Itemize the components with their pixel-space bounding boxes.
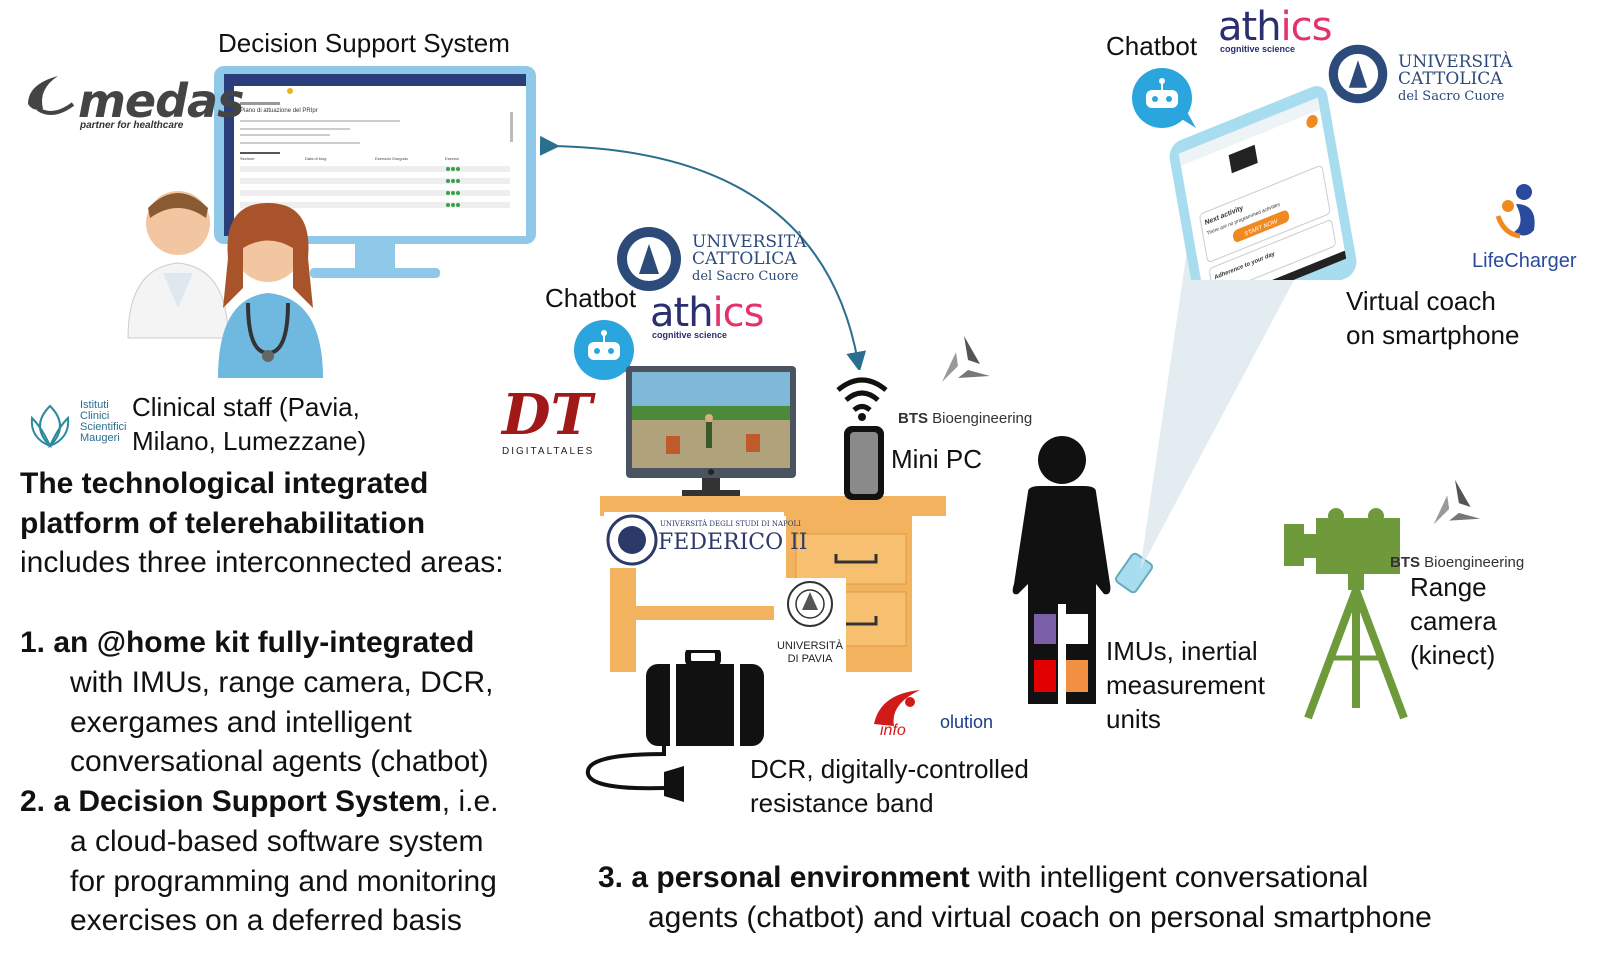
dcr-line1: DCR, digitally-controlled [750, 754, 1029, 784]
bts-label-center: BTS Bioengineering [898, 410, 1033, 427]
dcr-device-icon [585, 650, 764, 802]
lifecharger-label: LifeCharger [1472, 250, 1577, 272]
exergame-monitor [626, 366, 796, 498]
camera-line2: camera [1410, 606, 1497, 636]
chatbot-icon-center [574, 320, 638, 380]
item2-line2: a cloud-based software system [70, 825, 484, 858]
clinical-staff-line1: Clinical staff (Pavia, [132, 392, 360, 422]
digitaltales-logo: DT [502, 382, 593, 448]
bts-label-right: BTS Bioengineering [1390, 554, 1525, 571]
athics-logo-center: athics [650, 290, 764, 336]
virtual-coach-line2: on smartphone [1346, 320, 1520, 350]
infosolution-swoosh-icon [874, 690, 920, 726]
imus-line3: units [1106, 704, 1161, 734]
item2-line3: for programming and monitoring [70, 865, 497, 898]
federico-line2: FEDERICO II [658, 530, 808, 555]
federico-seal-icon [606, 514, 658, 566]
dss-col-1: Sezione [240, 156, 255, 161]
item2-heading: 2. a Decision Support System, i.e. [20, 785, 499, 818]
intro-line2: platform of telerehabilitation [20, 507, 426, 540]
lifecharger-logo-icon [1495, 184, 1535, 239]
camera-line3: (kinect) [1410, 640, 1496, 670]
medas-swoosh-icon [28, 76, 75, 115]
item2-line4: exercises on a deferred basis [70, 904, 462, 937]
connection-arrow [540, 135, 867, 370]
infosolution-a: info [880, 722, 906, 739]
bts-logo-icon-right [1433, 479, 1481, 525]
chatbot-label-center: Chatbot [545, 283, 637, 313]
range-camera-icon [1284, 508, 1408, 720]
athics-sub-center: cognitive science [652, 330, 728, 340]
dss-title: Decision Support System [218, 28, 510, 58]
item1-heading: 1. an @home kit fully-integrated [20, 626, 475, 659]
infosolution-b: olution [940, 712, 994, 732]
minipc-icon [844, 426, 884, 500]
doctors-icon [127, 191, 323, 378]
chatbot-icon-top [1132, 68, 1196, 128]
intro-line3: includes three interconnected areas: [20, 546, 504, 579]
dss-col-4: Esercizi [445, 156, 459, 161]
clinical-staff-line2: Milano, Lumezzane) [132, 426, 367, 456]
bts-logo-icon-center [942, 336, 990, 382]
imus-line2: measurement [1106, 670, 1265, 700]
intro-line1: The technological integrated [20, 467, 429, 500]
item1-line3: exergames and intelligent [70, 706, 412, 739]
unicatt-seal-icon-top [1328, 44, 1388, 104]
smartphone-icon: Next activity There are no programmed ac… [1169, 86, 1357, 280]
dcr-line2: resistance band [750, 788, 934, 818]
athics-logo-top: athics [1218, 4, 1332, 50]
digitaltales-sub: DIGITALTALES [502, 446, 595, 457]
imus-line1: IMUs, inertial [1106, 636, 1258, 666]
medas-tagline: partner for healthcare [80, 120, 184, 131]
wifi-icon [836, 377, 888, 421]
phone-beam [1140, 230, 1310, 570]
medas-logo: medas [78, 74, 244, 128]
person-icon [1012, 436, 1154, 704]
item3-heading: 3. a personal environment with intellige… [598, 861, 1369, 894]
dss-col-3: Esercizio Eseguito [375, 156, 409, 161]
federico-line1: UNIVERSITÀ DEGLI STUDI DI NAPOLI [660, 520, 801, 528]
item1-line2: with IMUs, range camera, DCR, [70, 666, 494, 699]
camera-line1: Range [1410, 572, 1487, 602]
athics-sub-top: cognitive science [1220, 44, 1296, 54]
virtual-coach-line1: Virtual coach [1346, 286, 1496, 316]
dss-monitor: Piano di attuazione del PRIpr Sezione Da… [214, 66, 536, 278]
dss-screen-heading: Piano di attuazione del PRIpr [240, 108, 318, 114]
unicatt-seal-icon [617, 227, 681, 291]
minipc-label: Mini PC [891, 444, 983, 474]
unipv-seal-icon [787, 581, 833, 627]
chatbot-label-top: Chatbot [1106, 31, 1198, 61]
dss-col-2: Data di blog [305, 156, 326, 161]
maugeri-logo-icon [30, 404, 70, 448]
item1-line4: conversational agents (chatbot) [70, 745, 489, 778]
item3-line2: agents (chatbot) and virtual coach on pe… [648, 901, 1432, 934]
